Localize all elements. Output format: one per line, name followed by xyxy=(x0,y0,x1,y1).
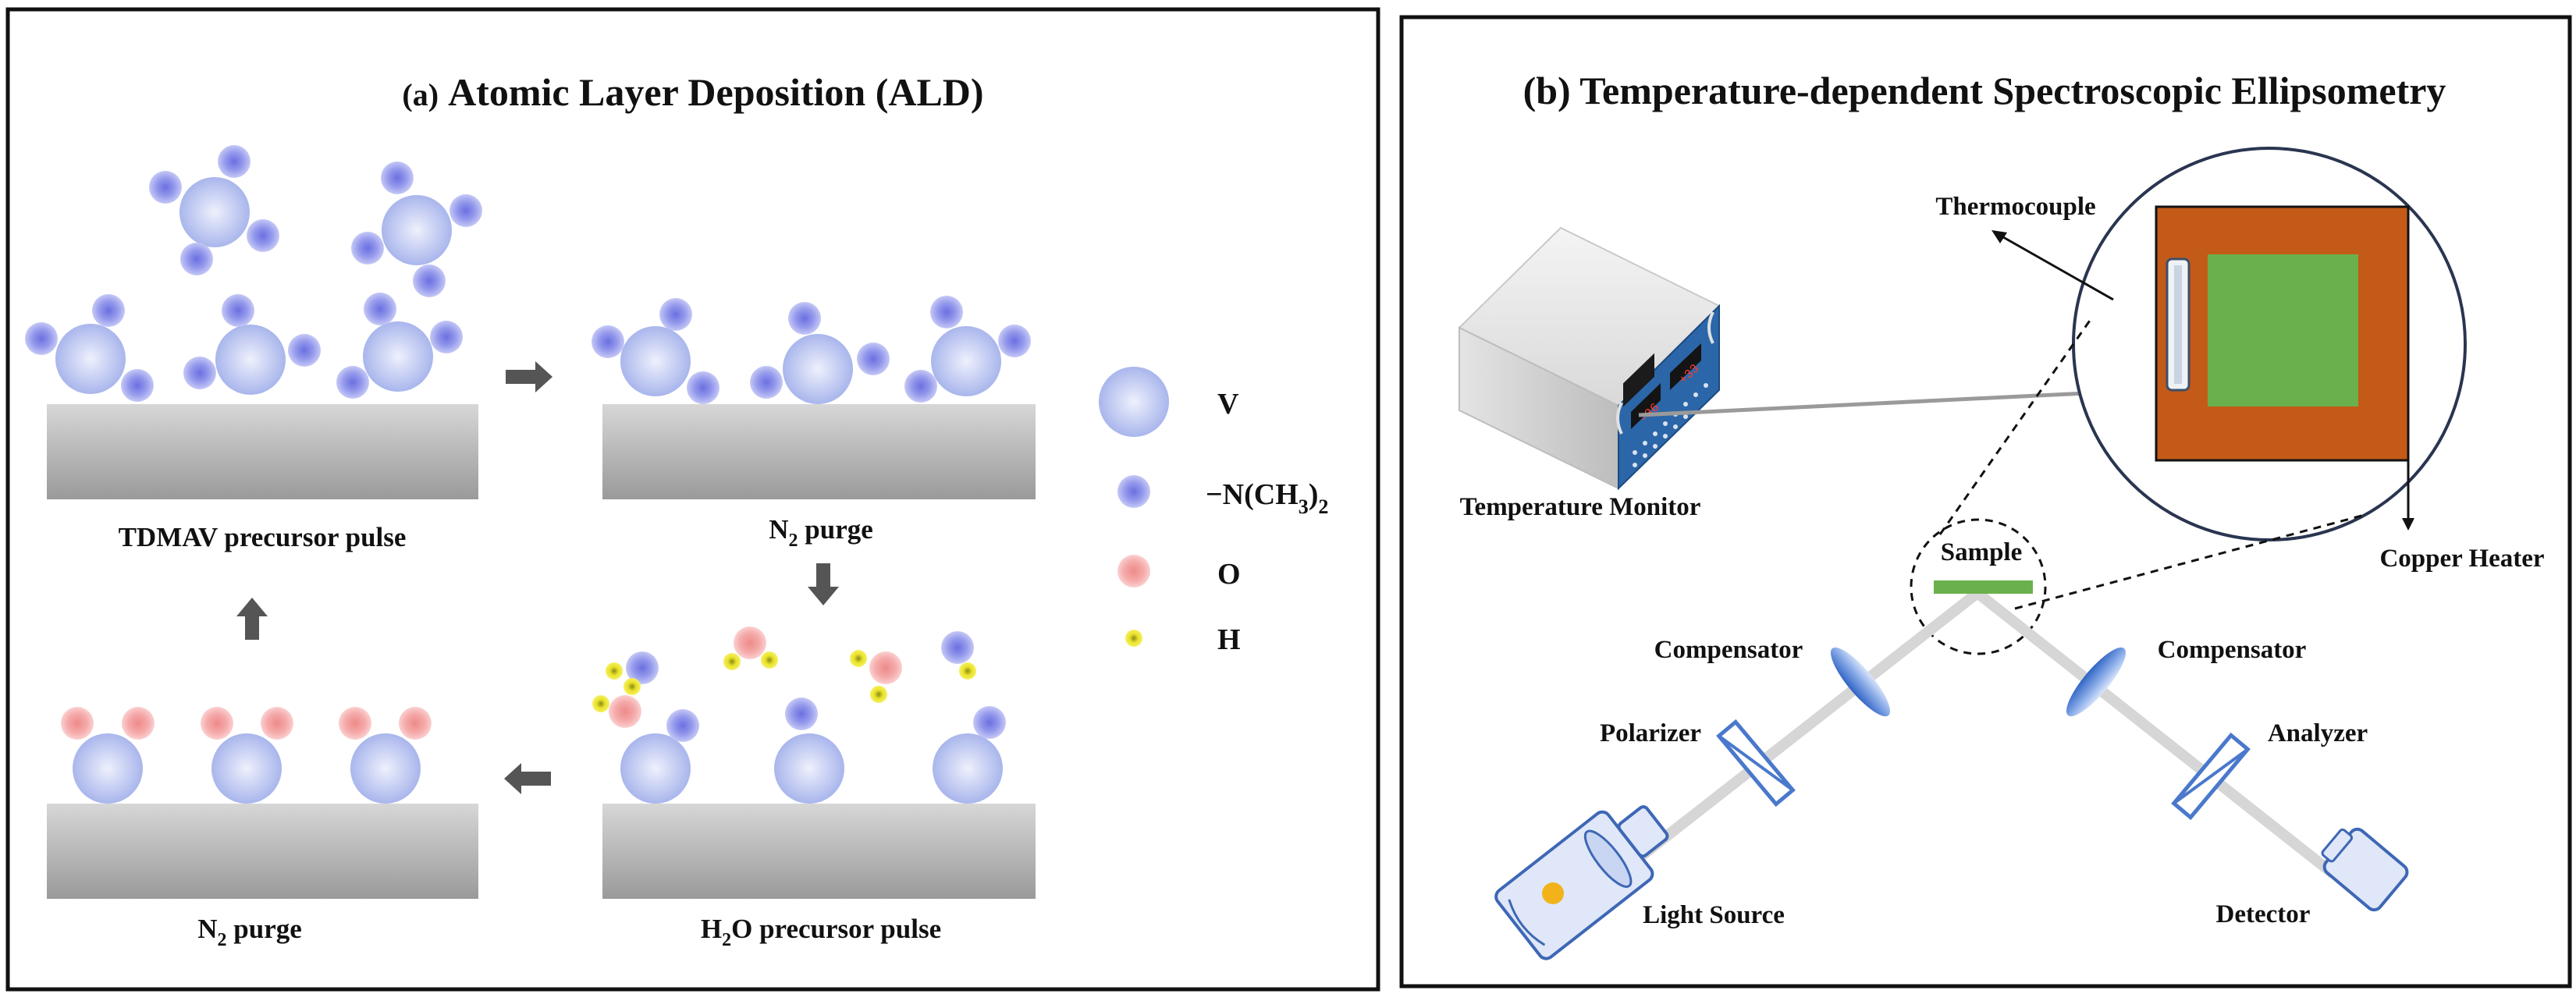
thermocouple-label: Thermocouple xyxy=(1935,193,2095,221)
sample-zoom-circle xyxy=(1910,518,2047,655)
polarizer-label: Polarizer xyxy=(1600,719,1701,747)
compensator-left-label: Compensator xyxy=(1654,636,1803,664)
arrow-down-icon xyxy=(808,563,839,605)
heater-sample xyxy=(2208,254,2358,406)
legend-ligand-label: −N(CH3)2 xyxy=(1206,478,1328,518)
arrow-right-icon xyxy=(506,361,553,392)
light-source-bulb xyxy=(1542,882,1564,904)
legend-ligand-swatch xyxy=(1117,475,1150,508)
sample-bar xyxy=(1934,580,2033,594)
thermocouple-pointer xyxy=(1997,233,2114,301)
legend-v-label: V xyxy=(1217,388,1239,421)
step3-substrate xyxy=(592,627,1036,899)
detector xyxy=(2321,827,2409,912)
legend: V −N(CH3)2 O H xyxy=(1099,367,1328,656)
polarizer xyxy=(1716,719,1796,808)
sample-label: Sample xyxy=(1941,538,2023,566)
detector-label: Detector xyxy=(2216,900,2311,928)
panel-a-frame xyxy=(5,7,1380,992)
step2-substrate xyxy=(592,296,1036,499)
analyzer xyxy=(2171,732,2251,821)
arrow-left-icon xyxy=(504,763,551,794)
panel-b-title: (b) Temperature-dependent Spectroscopic … xyxy=(1523,69,2446,112)
monitor-display-right: +33 xyxy=(1670,343,1702,390)
light-source xyxy=(1494,805,1669,960)
free-tdmav-molecules xyxy=(149,145,482,297)
legend-o-label: O xyxy=(1217,558,1241,591)
arrow-up-icon xyxy=(236,598,268,640)
light-source-label: Light Source xyxy=(1643,901,1785,929)
step4-substrate xyxy=(47,707,478,899)
compensator-left xyxy=(1830,647,1891,717)
panel-a-title: (a) Atomic Layer Deposition (ALD) xyxy=(402,70,983,114)
legend-o-swatch xyxy=(1117,555,1150,587)
temperature-monitor: -36 +33 xyxy=(1458,226,1721,491)
step1-caption: TDMAV precursor pulse xyxy=(119,522,407,552)
step3-caption: H2O precursor pulse xyxy=(701,914,941,950)
copper-heater-label: Copper Heater xyxy=(2379,545,2544,573)
legend-h-label: H xyxy=(1217,623,1241,656)
panel-a-title-text: Atomic Layer Deposition (ALD) xyxy=(448,70,984,114)
legend-h-swatch xyxy=(1125,630,1142,647)
panel-b-frame xyxy=(1399,15,2572,989)
zoom-line-left xyxy=(1938,318,2093,535)
compensator-right xyxy=(2066,647,2127,717)
analyzer-label: Analyzer xyxy=(2268,719,2368,747)
legend-v-swatch xyxy=(1099,367,1169,437)
zoom-line-right xyxy=(2014,513,2365,610)
compensator-right-label: Compensator xyxy=(2158,636,2307,664)
panel-a-title-prefix: (a) xyxy=(402,77,439,112)
step2-caption: N2 purge xyxy=(769,514,873,551)
step1-substrate xyxy=(25,293,478,499)
step4-caption: N2 purge xyxy=(197,914,302,950)
temperature-monitor-label: Temperature Monitor xyxy=(1460,493,1701,521)
